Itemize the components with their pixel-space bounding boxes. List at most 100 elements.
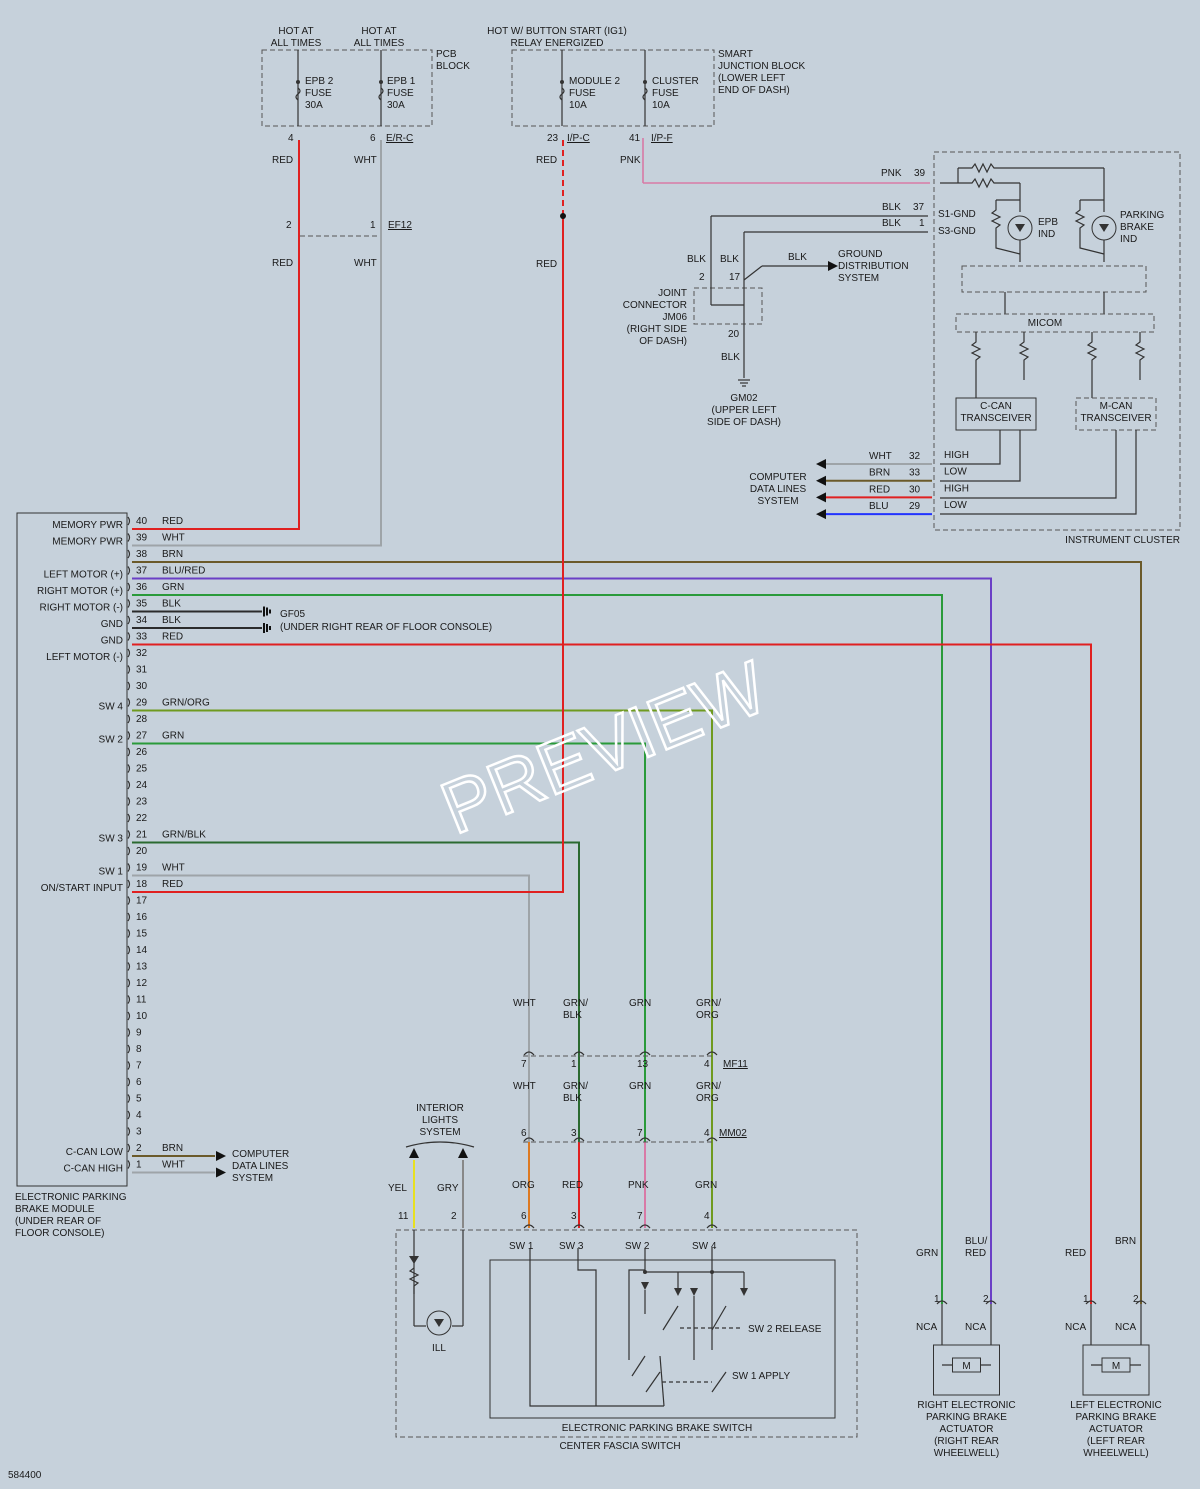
- pcb-pin-4: 4: [288, 133, 294, 144]
- pin-terminal: [127, 846, 131, 856]
- cluster-line-pin-30: 30: [909, 484, 921, 495]
- module-pin-37: 37: [136, 566, 148, 577]
- module-wire-21: GRN/BLK: [162, 830, 206, 841]
- pin-terminal: [127, 797, 131, 806]
- mf11-wire-2: GRN: [629, 998, 651, 1009]
- module-wire-27: GRN: [162, 731, 184, 742]
- mm02-wire-0: WHT: [513, 1081, 536, 1092]
- module-pin-label-27: SW 2: [99, 735, 124, 746]
- pcb-wire-wht: WHT: [354, 155, 377, 166]
- module-pin-label-29: SW 4: [99, 702, 124, 713]
- module-pin-35: 35: [136, 599, 148, 610]
- pin-terminal: [127, 962, 131, 971]
- pin-terminal: [127, 863, 131, 872]
- pin-terminal: [127, 929, 131, 938]
- instrument-cluster: INSTRUMENT CLUSTER PNK 39 BLK 37 BLK 1 S…: [642, 138, 1181, 546]
- module-pin-20: 20: [136, 846, 148, 857]
- switch-wire-2: PNK: [628, 1180, 649, 1191]
- actuator-pin-1-0: 1: [934, 1294, 940, 1305]
- switch-wire-1: RED: [562, 1180, 583, 1191]
- wire-sw3: [132, 841, 580, 1142]
- sjb-pin-41: 41: [629, 133, 641, 144]
- cluster-pin-39: 39: [914, 168, 926, 179]
- center-fascia-switch-label: CENTER FASCIA SWITCH: [559, 1441, 680, 1452]
- module-pin-label-39: MEMORY PWR: [52, 537, 123, 548]
- actuator-pin-2-0: 2: [983, 1294, 989, 1305]
- interior-arrow-1-icon: [409, 1148, 419, 1158]
- sjb-wire-red: RED: [536, 155, 557, 166]
- module-pin-4: 4: [136, 1110, 142, 1121]
- module-pin-23: 23: [136, 797, 148, 808]
- jc-wire-blk-2: BLK: [720, 254, 739, 265]
- data-line-arrow-icon: [816, 492, 826, 503]
- pin-terminal: [127, 516, 131, 526]
- mf11-connector: MF11: [723, 1059, 748, 1070]
- module-pin-label-33: GND: [101, 636, 123, 647]
- switch-label-3: SW 4: [692, 1241, 717, 1252]
- wire-memory-pwr-red: [132, 140, 300, 530]
- mm02-connector: MM02: [719, 1128, 747, 1139]
- module-wire-40: RED: [162, 516, 183, 527]
- module-pin-28: 28: [136, 714, 148, 725]
- motor-icon: [1101, 1357, 1131, 1373]
- module-pin-29: 29: [136, 698, 148, 709]
- gf05-ground: GF05: [280, 609, 305, 620]
- motor-symbol: M: [962, 1361, 970, 1372]
- actuator-box-0: [933, 1344, 1000, 1396]
- ip-c-connector: I/P-C: [567, 133, 590, 144]
- wire-yel: YEL: [388, 1183, 407, 1194]
- pin-terminal: [127, 945, 131, 955]
- pcb-pin-6: 6: [370, 133, 376, 144]
- module-wire-34: BLK: [162, 615, 181, 626]
- pin-terminal: [127, 1110, 131, 1120]
- gf05-ground-icon: [263, 606, 271, 617]
- data-line-arrow-icon: [816, 475, 826, 486]
- er-c-connector: E/R-C: [386, 133, 413, 144]
- module-pin-30: 30: [136, 681, 148, 692]
- switch-pin-3: 3: [571, 1211, 577, 1222]
- actuator-wire-2-0: BLU/RED: [965, 1236, 987, 1259]
- module-pin-label-21: SW 3: [99, 834, 124, 845]
- mm02-pin-6: 6: [521, 1128, 527, 1139]
- splice-dot: [560, 213, 566, 219]
- pin-terminal: [127, 978, 131, 988]
- wire-left-motor-plus: [132, 561, 1142, 1304]
- module-wire-38: BRN: [162, 549, 183, 560]
- module-pin-label-1: C-CAN HIGH: [64, 1164, 123, 1175]
- module-pin-38: 38: [136, 549, 148, 560]
- actuator-pin-icon: [936, 1300, 997, 1305]
- module-pin-9: 9: [136, 1028, 142, 1039]
- pin-terminal: [127, 1011, 131, 1021]
- actuator-box-1: [1082, 1344, 1150, 1396]
- module-pin-10: 10: [136, 1011, 148, 1022]
- mm02-pin-7: 7: [637, 1128, 643, 1139]
- sw1-apply: SW 1 APPLY: [732, 1371, 791, 1382]
- pin-terminal: [127, 1127, 131, 1136]
- cluster-line-wire-32: WHT: [869, 451, 892, 462]
- smart-junction-block: HOT W/ BUTTON START (IG1)RELAY ENERGIZED…: [487, 26, 805, 270]
- data-line-arrow-icon: [816, 509, 826, 520]
- pin-terminal: [127, 566, 131, 575]
- module-pin-22: 22: [136, 813, 148, 824]
- interior-arrow-2-icon: [458, 1148, 468, 1158]
- pin-terminal: [127, 747, 131, 757]
- pin-terminal: [127, 1160, 131, 1169]
- can-arrow-icon: [216, 1151, 226, 1161]
- wire-sw1: [132, 874, 530, 1142]
- gf05-ground-icon: [263, 623, 271, 633]
- module-pin-32: 32: [136, 648, 148, 659]
- mf11-pin-4: 4: [704, 1059, 710, 1070]
- mf11-pin-7: 7: [521, 1059, 527, 1070]
- ef12-connector: EF12: [388, 220, 412, 231]
